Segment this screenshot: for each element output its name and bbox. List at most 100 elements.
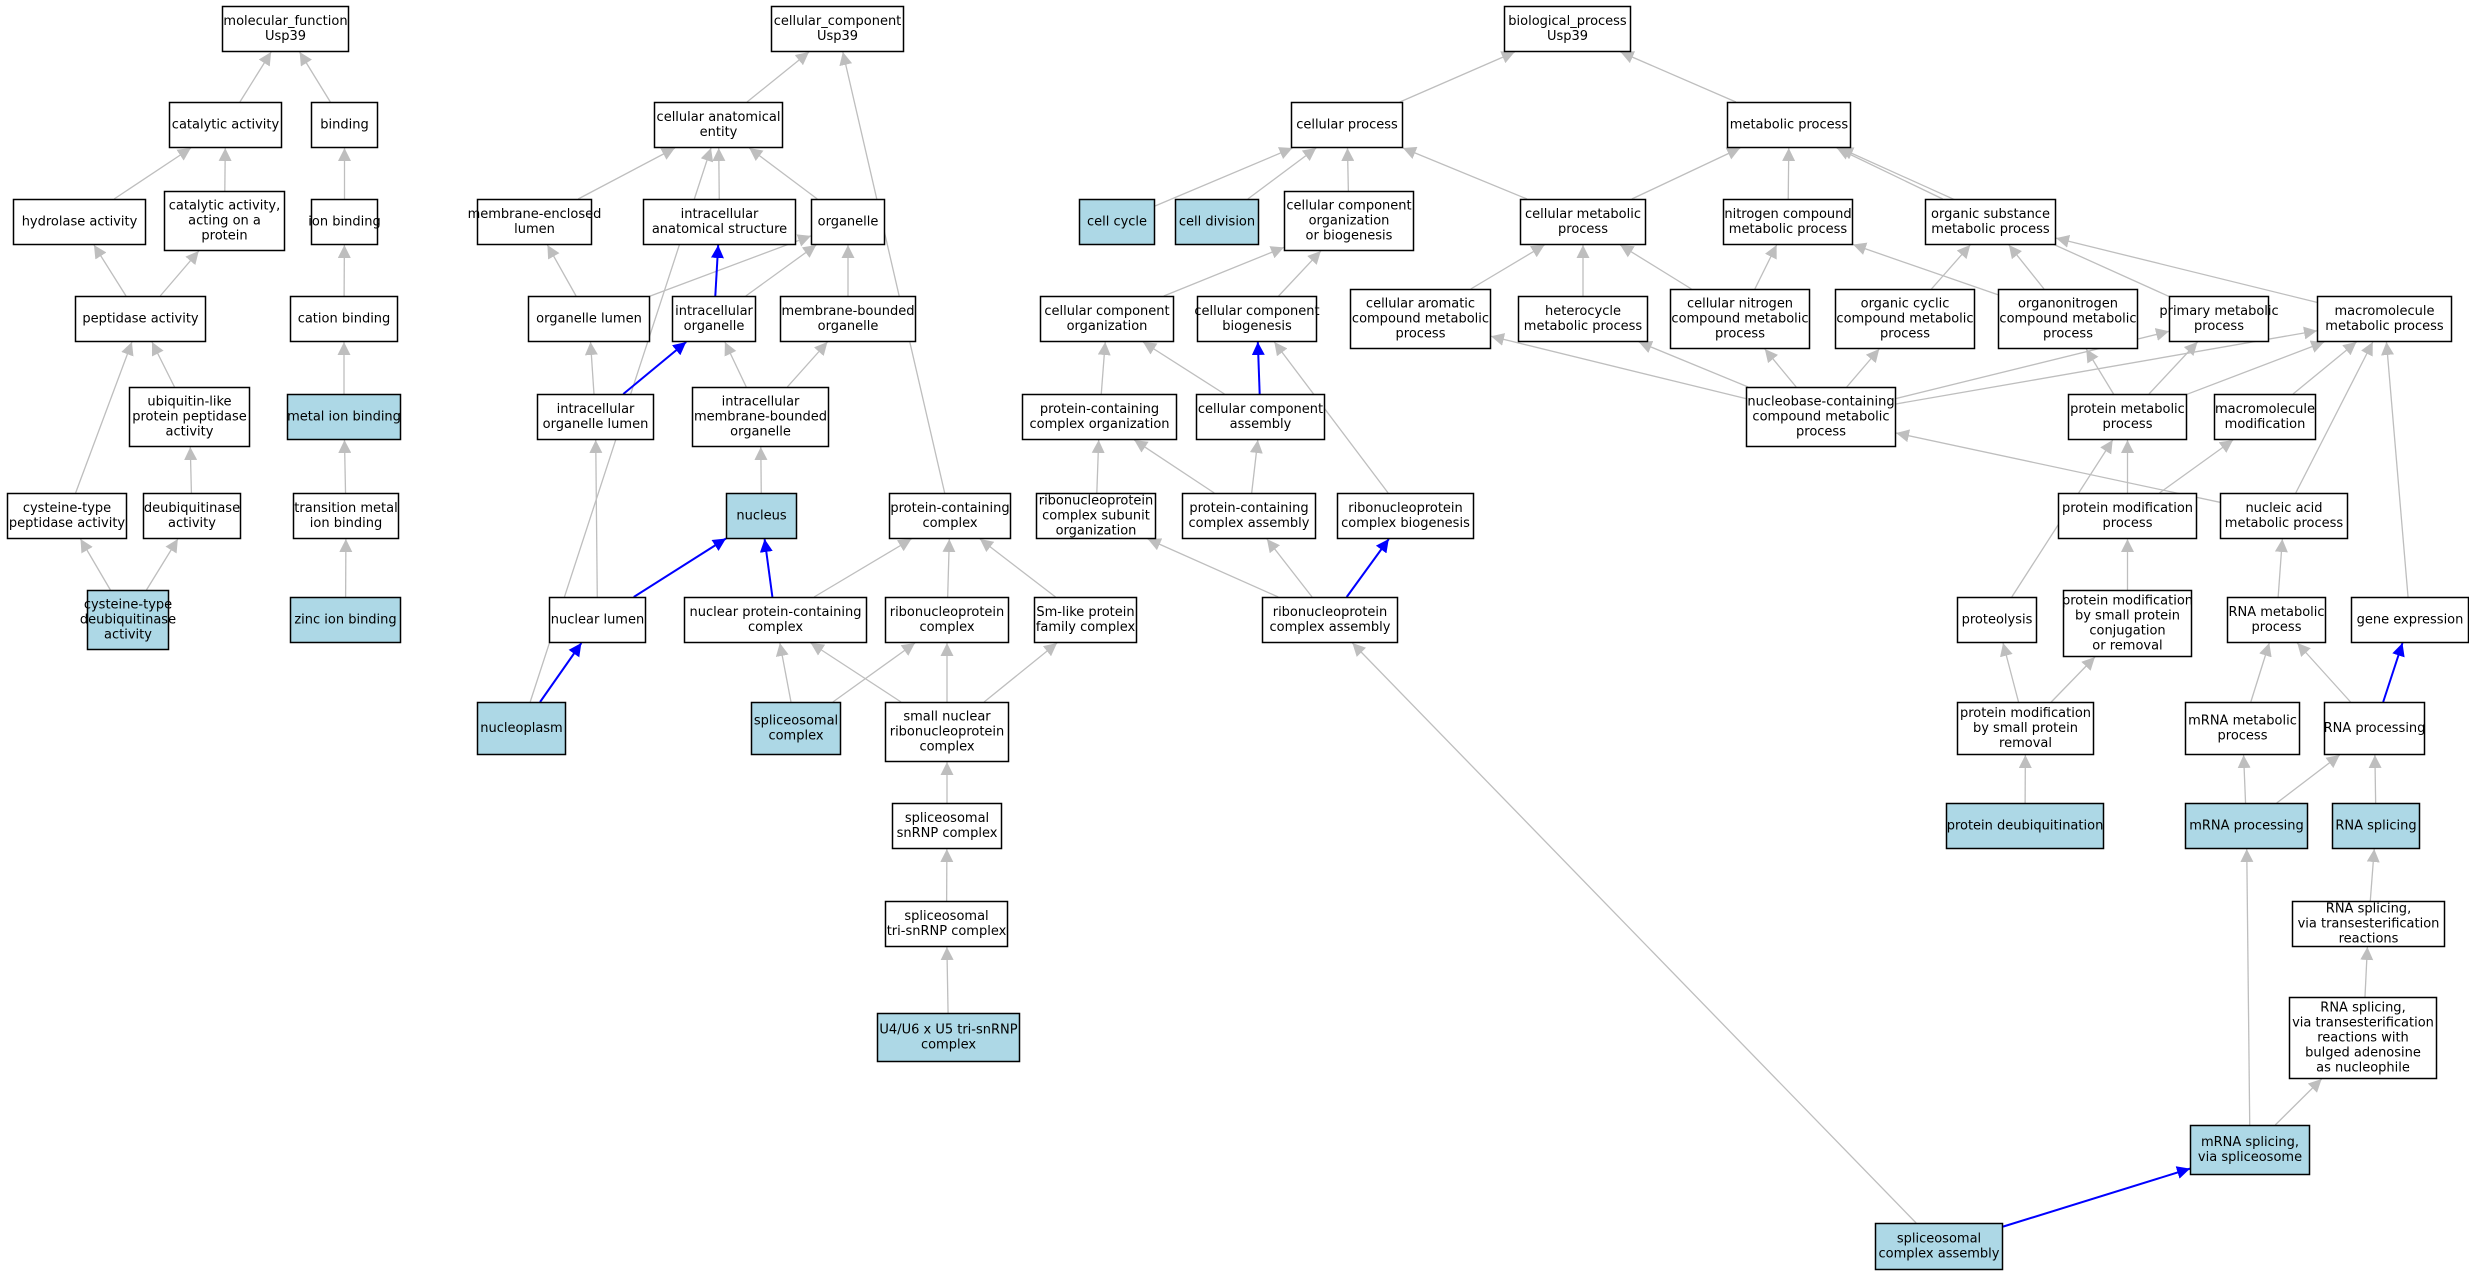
node-zinc[interactable]: zinc ion binding [289, 596, 402, 644]
node-label: biogenesis [1222, 319, 1292, 334]
node-cellcycle[interactable]: cell cycle [1078, 198, 1156, 246]
node-label: metabolic process [2225, 516, 2344, 531]
node-proteolysis[interactable]: proteolysis [1956, 596, 2038, 644]
node-nucleoplasm[interactable]: nucleoplasm [476, 701, 567, 756]
node-rnaspltrans[interactable]: RNA splicing,via transesterificationreac… [2291, 900, 2446, 948]
node-label: via transesterification [2292, 1016, 2434, 1031]
node-ionbind[interactable]: ion binding [308, 198, 381, 246]
node-metal[interactable]: metal ion binding [286, 393, 402, 441]
node-label: process [2218, 729, 2268, 744]
node-rnaproc[interactable]: RNA processing [2324, 701, 2426, 756]
node-cation[interactable]: cation binding [289, 295, 399, 343]
edge-cat-to-mf [239, 51, 272, 103]
node-label: RNA splicing [2335, 819, 2416, 834]
node-label: gene expression [2357, 613, 2464, 628]
edge-protmod-to-macromod [2159, 439, 2234, 494]
node-organelle[interactable]: organelle [810, 198, 886, 246]
node-cat[interactable]: catalytic activity [168, 101, 283, 149]
node-hydro[interactable]: hydrolase activity [12, 198, 147, 246]
node-celldiv[interactable]: cell division [1174, 198, 1260, 246]
node-box [476, 198, 593, 246]
node-nucleus[interactable]: nucleus [725, 492, 798, 540]
node-label: metabolic process [1730, 118, 1849, 133]
node-orglumen[interactable]: organelle lumen [527, 295, 651, 343]
node-protdeub[interactable]: protein deubiquitination [1945, 802, 2105, 850]
edge-ccasm-to-ccbio [1251, 341, 1265, 395]
node-rnasplice[interactable]: RNA splicing [2331, 802, 2421, 850]
node-mrnaspl[interactable]: mRNA splicing,via spliceosome [2189, 1124, 2311, 1176]
node-cellproc[interactable]: cellular process [1290, 101, 1404, 149]
node-pept[interactable]: peptidase activity [74, 295, 207, 343]
node-bind[interactable]: binding [310, 101, 379, 149]
node-label: Usp39 [817, 29, 858, 44]
edge-cellmet-to-cellproc [1402, 146, 1528, 200]
node-rnasplbulged[interactable]: RNA splicing,via transesterificationreac… [2288, 996, 2438, 1080]
node-metproc[interactable]: metabolic process [1726, 101, 1852, 149]
node-mrnaproc[interactable]: mRNA processing [2184, 802, 2309, 850]
node-box [1956, 701, 2095, 756]
edge-macromet-to-orgsub [2055, 234, 2318, 304]
node-box [292, 492, 400, 540]
node-geneexp[interactable]: gene expression [2350, 596, 2469, 644]
node-box [876, 1012, 1021, 1063]
node-box [476, 701, 567, 756]
edge-nucprotcomplex-to-nucleus [759, 538, 774, 598]
node-nuclumen[interactable]: nuclear lumen [548, 596, 647, 644]
node-label: RNA splicing, [2320, 1001, 2405, 1016]
